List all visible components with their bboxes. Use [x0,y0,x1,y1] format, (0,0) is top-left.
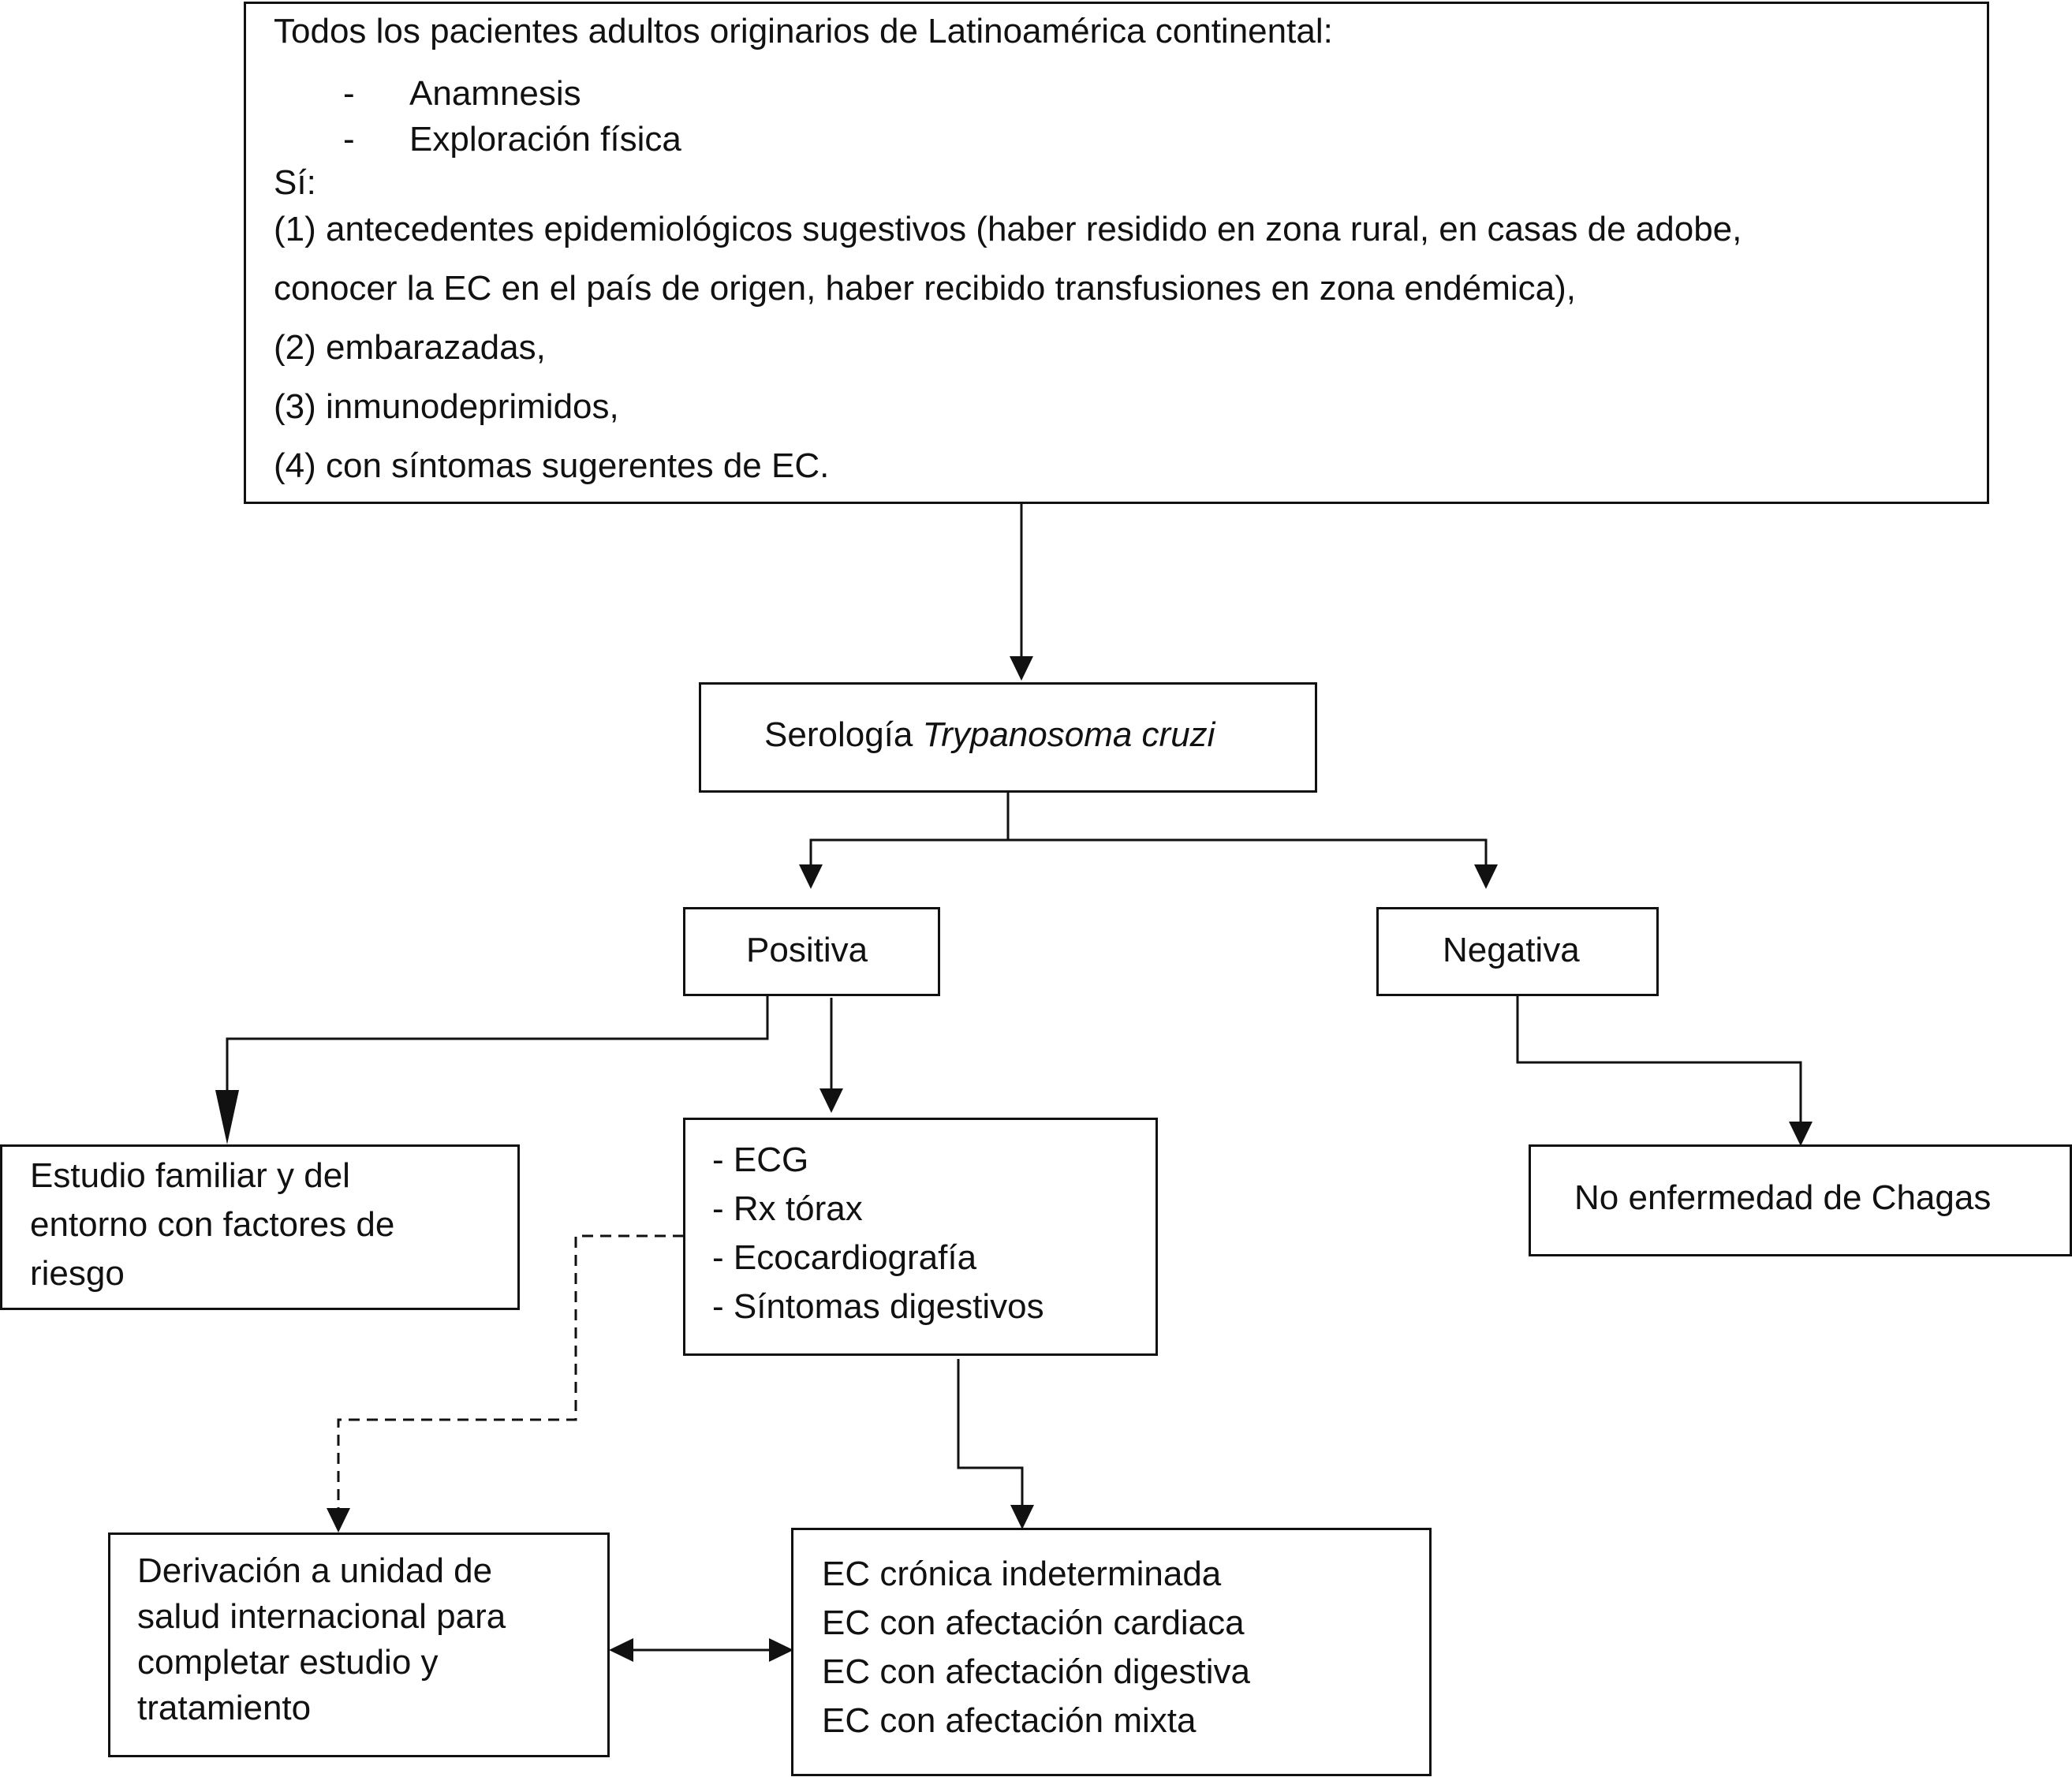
outcomes-box [791,1528,1432,1776]
serology-label: Serología Trypanosoma cruzi [764,715,1215,756]
no-disease-box [1529,1144,2072,1256]
connector-serology-split [809,793,1010,864]
serology-text: Serología [764,715,923,754]
inclusion-criteria-box [244,2,1989,504]
test-item: - Síntomas digestivos [712,1287,1044,1326]
bullet-mark: - [343,74,355,113]
no-disease-label: No enfermedad de Chagas [1574,1178,1992,1217]
outcome-item: EC con afectación mixta [822,1701,1197,1740]
criterion-1a: (1) antecedentes epidemiológicos sugesti… [274,210,1742,248]
referral-box [108,1532,610,1757]
arrowhead [609,1638,633,1662]
family-study-line: entorno con factores de [30,1205,395,1244]
arrowhead [769,1638,793,1662]
arrowhead [215,1090,239,1144]
negative-box [1376,907,1659,996]
intro-text: Todos los pacientes adultos originarios … [274,12,1333,50]
serology-box [699,682,1317,793]
bullet-anamnesis: Anamnesis [409,74,581,113]
connector-positive-family [226,996,769,1090]
criterion-2: (2) embarazadas, [274,328,546,367]
arrowhead [327,1508,350,1532]
criterion-4: (4) con síntomas sugerentes de EC. [274,446,830,485]
referral-line: completar estudio y [137,1643,439,1682]
family-study-line: Estudio familiar y del [30,1156,350,1195]
test-item: - Ecocardiografía [712,1238,977,1277]
family-study-line: riesgo [30,1254,125,1293]
connector-negative-no-disease [1516,996,1802,1122]
negative-label: Negativa [1443,931,1580,969]
outcome-item: EC crónica indeterminada [822,1555,1222,1593]
criterion-1b: conocer la EC en el país de origen, habe… [274,269,1576,308]
serology-organism: Trypanosoma cruzi [922,715,1215,754]
positive-label: Positiva [746,931,868,969]
tests-box [683,1118,1158,1356]
outcome-item: EC con afectación digestiva [822,1652,1250,1691]
connector-tests-outcomes [957,1359,1024,1505]
outcome-item: EC con afectación cardiaca [822,1603,1245,1642]
dashed-connector-tests-referral [337,1234,684,1508]
connector-serology-negative [1008,838,1488,864]
positive-box [683,907,940,996]
arrowhead [819,1088,843,1113]
arrowhead [799,864,823,889]
condition-label: Sí: [274,163,316,202]
referral-line: Derivación a unidad de [137,1551,493,1590]
bullet-mark: - [343,120,355,159]
arrowhead [1474,864,1498,889]
arrowhead [1010,1505,1034,1529]
referral-line: tratamiento [137,1689,312,1727]
criterion-3: (3) inmunodeprimidos, [274,387,619,426]
family-study-box [0,1144,520,1310]
arrowhead [1789,1122,1813,1146]
test-item: - ECG [712,1140,809,1179]
test-item: - Rx tórax [712,1189,863,1228]
arrowhead [1010,656,1033,681]
bullet-physical-exam: Exploración física [409,120,681,159]
referral-line: salud internacional para [137,1597,506,1636]
